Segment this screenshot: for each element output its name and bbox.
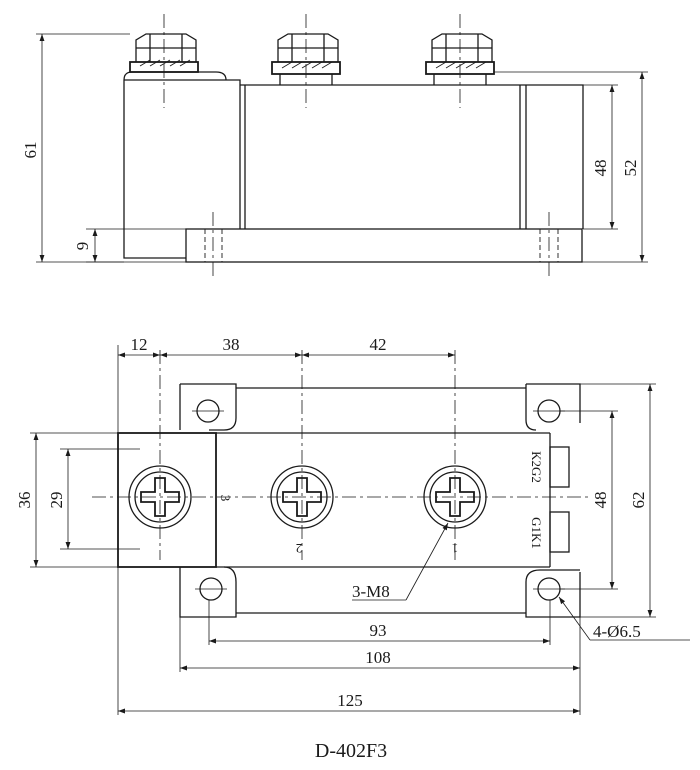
dim-93: 93 [370,621,387,640]
side-bolt-middle [271,33,341,85]
left-terminal-tab [117,432,217,568]
dim-29: 29 [47,492,66,509]
callout-terminals: 3-M8 [352,582,390,601]
dim-48-side: 48 [591,160,610,177]
gate-label-lower: G1K1 [529,517,544,549]
dim-42: 42 [370,335,387,354]
dim-52: 52 [621,160,640,177]
terminal-label-1: 1 [452,541,459,556]
side-bolt-left [129,33,199,73]
side-base-plate [185,228,583,263]
dim-38: 38 [223,335,240,354]
dim-125: 125 [337,691,363,710]
dim-61: 61 [21,142,40,159]
callout-holes: 4-Ø6.5 [593,622,641,641]
side-view: 61 9 48 52 [21,14,648,280]
gate-label-upper: K2G2 [529,451,544,483]
dim-108: 108 [365,648,391,667]
terminal-label-3: 3 [218,495,233,502]
terminal-label-2: 2 [296,541,303,556]
side-housing [123,79,584,259]
top-view: K2G2 G1K1 3 2 1 [15,335,690,715]
drawing-title: D-402F3 [315,740,387,762]
dim-62: 62 [629,492,648,509]
dim-48-top: 48 [591,492,610,509]
gate-connector-upper [549,446,570,488]
gate-connector-lower [549,511,570,553]
dim-9: 9 [73,242,92,251]
dim-12: 12 [131,335,148,354]
side-bolt-right [425,33,495,85]
dim-36: 36 [15,492,34,509]
